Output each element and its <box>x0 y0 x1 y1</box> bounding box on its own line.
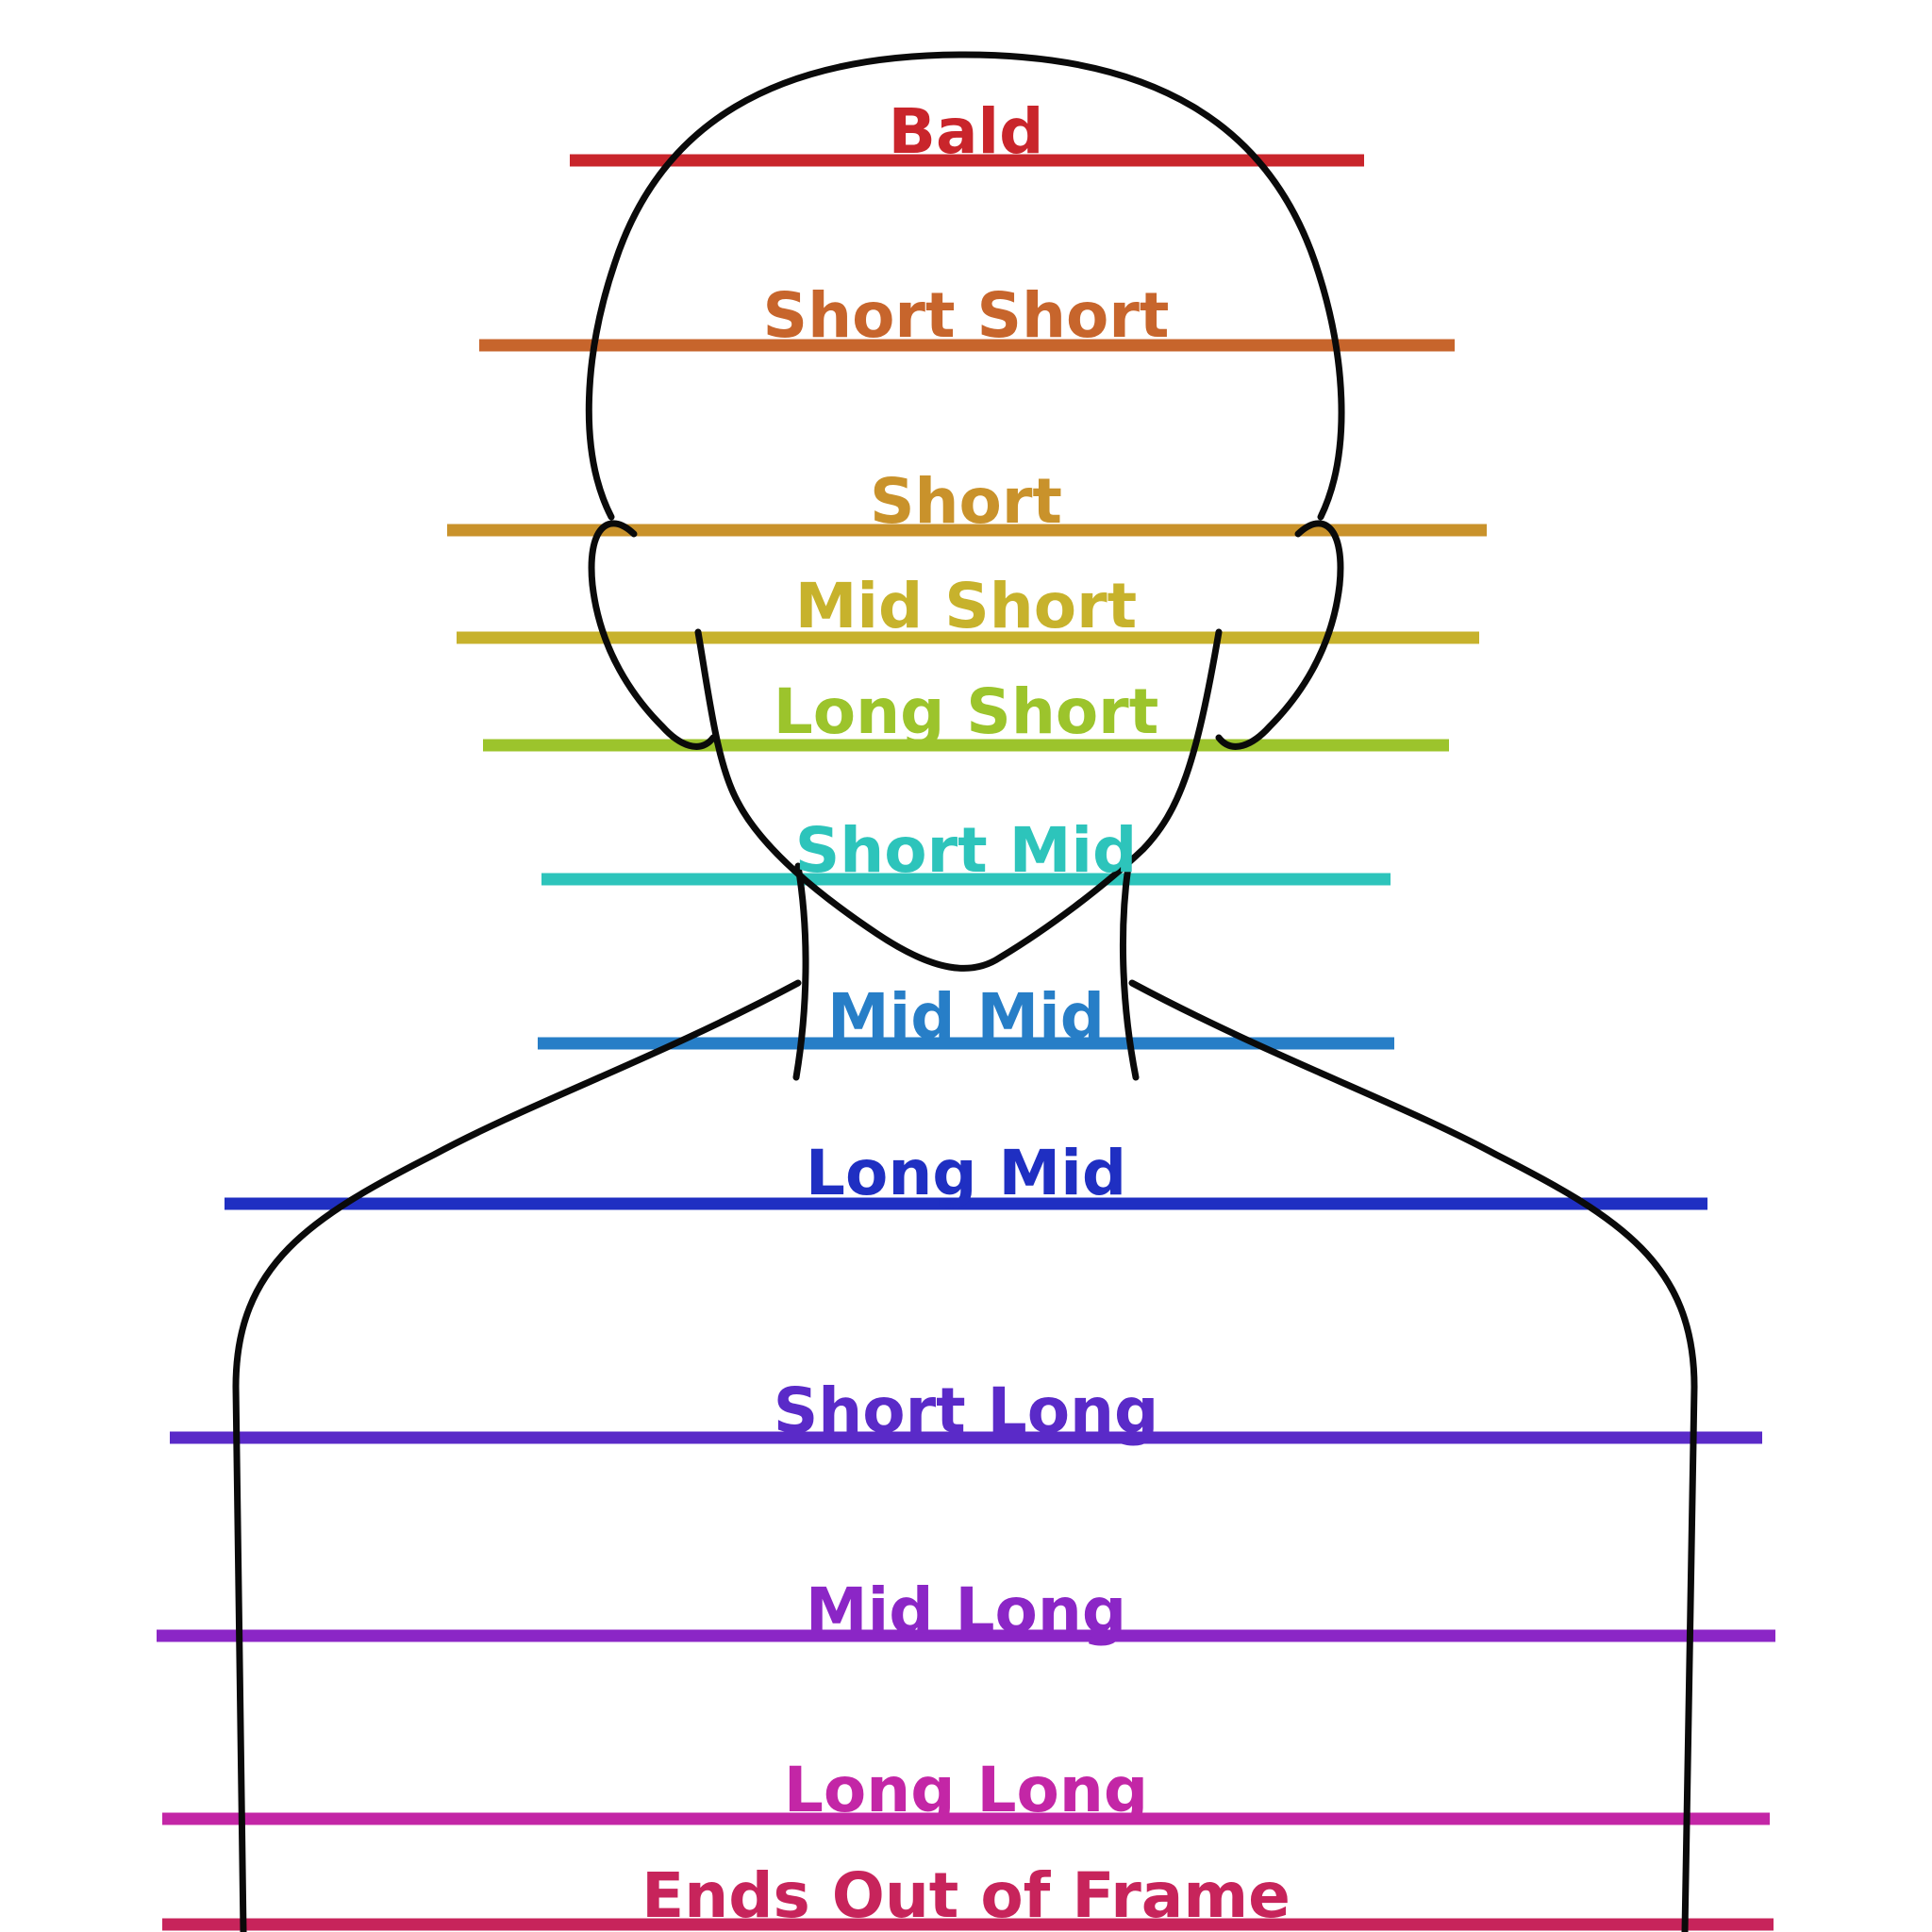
short-long-label: Short Long <box>774 1374 1159 1447</box>
bald-label: Bald <box>889 95 1044 168</box>
short-mid-bar <box>541 873 1391 886</box>
short-bar <box>447 524 1487 537</box>
mid-short-bar <box>457 631 1479 644</box>
short-mid-label: Short Mid <box>795 814 1137 887</box>
bald-bar <box>570 154 1364 167</box>
neck-left <box>792 862 809 1081</box>
length-bars <box>157 154 1775 1931</box>
mid-mid-bar <box>538 1037 1394 1050</box>
long-long-label: Long Long <box>784 1754 1148 1826</box>
torso-right-outline <box>1128 979 1698 1932</box>
torso-left-outline <box>232 979 802 1932</box>
mid-long-bar <box>157 1629 1775 1642</box>
right-ear <box>1215 520 1344 750</box>
face-jaw-outline <box>694 628 1223 972</box>
head-outline <box>585 51 1345 521</box>
ends-out-of-frame-bar <box>162 1918 1774 1931</box>
long-mid-label: Long Mid <box>806 1137 1126 1209</box>
long-mid-bar <box>225 1197 1707 1210</box>
long-short-label: Long Short <box>774 675 1159 748</box>
mid-mid-label: Mid Mid <box>827 980 1105 1053</box>
mid-long-label: Mid Long <box>806 1574 1126 1647</box>
mid-short-label: Mid Short <box>795 570 1137 642</box>
short-label: Short <box>870 465 1062 538</box>
ends-out-of-frame-label: Ends Out of Frame <box>641 1859 1291 1932</box>
figure-outline <box>232 51 1698 1932</box>
short-short-bar <box>479 339 1455 352</box>
neck-right <box>1119 862 1140 1081</box>
left-ear <box>588 520 717 750</box>
length-labels: Bald Short Short Short Mid Short Long Sh… <box>641 95 1291 1932</box>
short-short-label: Short Short <box>763 279 1170 352</box>
long-long-bar <box>162 1812 1770 1825</box>
short-long-bar <box>170 1431 1762 1444</box>
long-short-bar <box>483 739 1449 752</box>
